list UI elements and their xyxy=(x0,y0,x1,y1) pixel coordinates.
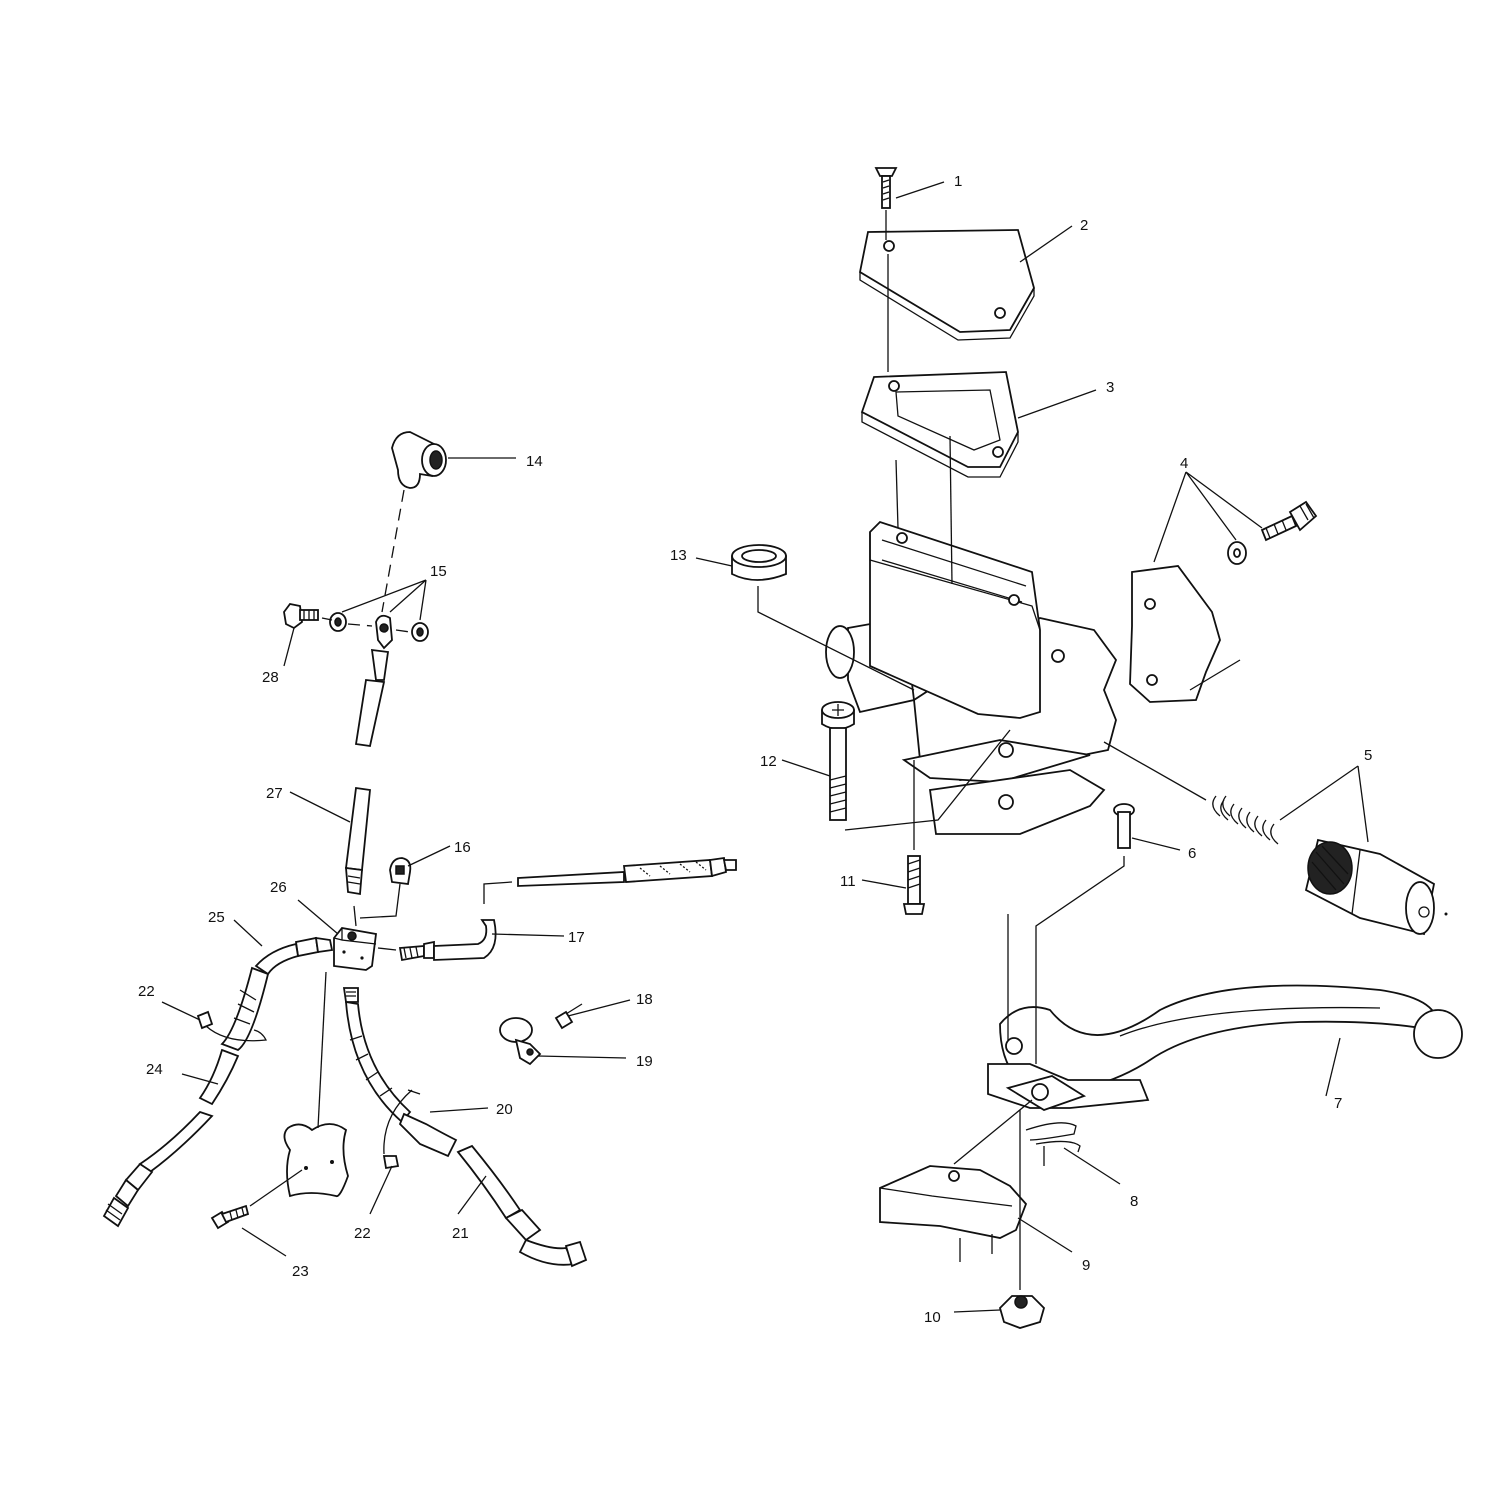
part-27-hose xyxy=(344,648,390,896)
callout-24: 24 xyxy=(146,1061,163,1078)
part-6-pivot-pin xyxy=(1113,803,1135,849)
callout-6: 6 xyxy=(1188,845,1196,862)
part-28-bolt xyxy=(283,603,319,630)
part-10-nut xyxy=(998,1295,1046,1329)
callout-15: 15 xyxy=(430,563,447,580)
part-4-clamp xyxy=(1129,500,1318,703)
part-22-clamp-left xyxy=(196,1010,268,1042)
part-14-fitting xyxy=(391,431,447,489)
part-8-spring xyxy=(1025,1122,1081,1153)
callout-28: 28 xyxy=(262,669,279,686)
callout-23: 23 xyxy=(292,1263,309,1280)
callout-2: 2 xyxy=(1080,217,1088,234)
part-20-hose-fitting xyxy=(342,987,458,1158)
callout-1: 1 xyxy=(954,173,962,190)
part-7-brake-lever xyxy=(987,984,1463,1111)
alignment-lines-right xyxy=(757,210,1241,1290)
part-5-piston-assembly xyxy=(1212,795,1448,936)
part-19-clip xyxy=(499,1017,542,1066)
callout-9: 9 xyxy=(1082,1257,1090,1274)
callout-13: 13 xyxy=(670,547,687,564)
part-15-washers xyxy=(329,612,429,650)
part-13-boot xyxy=(731,544,787,581)
part-21-hose xyxy=(456,1144,588,1268)
shield-plate xyxy=(283,1123,349,1198)
callout-16: 16 xyxy=(454,839,471,856)
master-cylinder-body xyxy=(825,520,1118,835)
callout-20: 20 xyxy=(496,1101,513,1118)
callout-12: 12 xyxy=(760,753,777,770)
callout-22-right: 22 xyxy=(354,1225,371,1242)
leader-lines xyxy=(161,181,1369,1313)
part-26-junction-block xyxy=(333,927,377,971)
callout-7: 7 xyxy=(1334,1095,1342,1112)
callout-19: 19 xyxy=(636,1053,653,1070)
part-1-screw xyxy=(874,167,898,209)
callout-10: 10 xyxy=(924,1309,941,1326)
part-17-brake-line xyxy=(398,856,737,962)
callout-14: 14 xyxy=(526,453,543,470)
callout-8: 8 xyxy=(1130,1193,1138,1210)
part-16-switch xyxy=(389,857,412,886)
callout-21: 21 xyxy=(452,1225,469,1242)
callout-labels: 1 2 3 4 5 6 7 8 9 10 11 12 13 14 15 16 1… xyxy=(138,173,1372,1326)
callout-17: 17 xyxy=(568,929,585,946)
part-11-screw xyxy=(902,855,926,915)
callout-18: 18 xyxy=(636,991,653,1008)
part-25-hose-fitting xyxy=(254,936,334,976)
callout-26: 26 xyxy=(270,879,287,896)
callout-5: 5 xyxy=(1364,747,1372,764)
callout-4: 4 xyxy=(1180,455,1188,472)
callout-11: 11 xyxy=(840,873,856,890)
part-12-bolt xyxy=(821,701,855,821)
part-23-screw xyxy=(210,1204,250,1230)
callout-22-left: 22 xyxy=(138,983,155,1000)
part-24-hose xyxy=(102,966,270,1228)
callout-25: 25 xyxy=(208,909,225,926)
part-2-reservoir-cover xyxy=(858,229,1035,341)
part-22-clamp-right xyxy=(382,1089,421,1170)
part-3-diaphragm xyxy=(860,371,1019,478)
part-9-adjuster xyxy=(879,1165,1028,1262)
callout-27: 27 xyxy=(266,785,283,802)
callout-3: 3 xyxy=(1106,379,1114,396)
